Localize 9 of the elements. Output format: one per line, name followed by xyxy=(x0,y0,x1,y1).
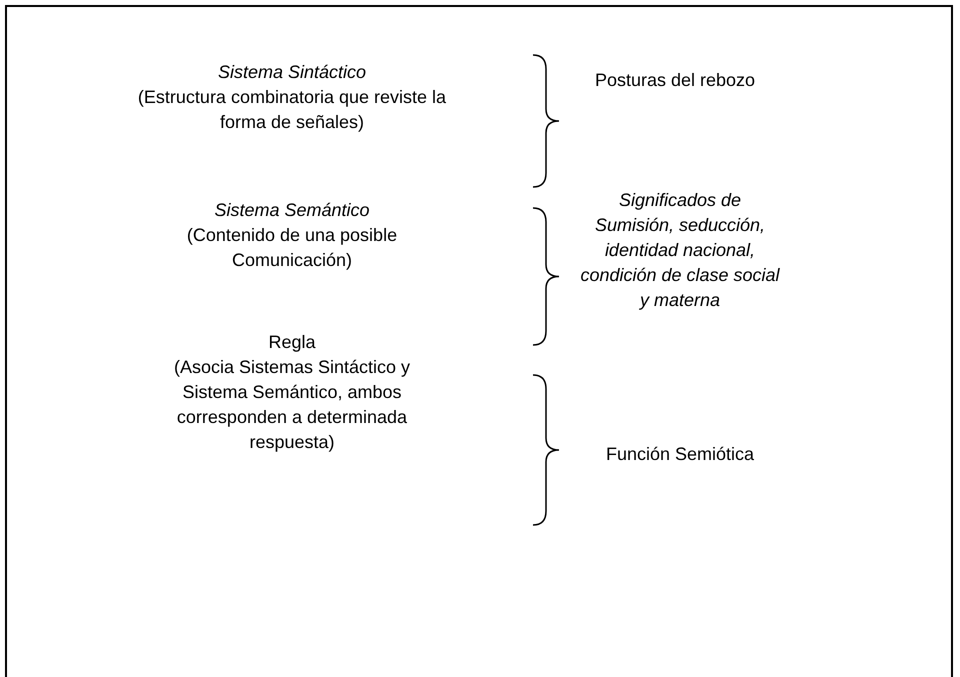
system-title: Sistema Semántico xyxy=(213,199,371,222)
system-title: Sistema Sintáctico xyxy=(216,61,368,84)
system-description: (Estructura combinatoria que reviste la forma de señales) xyxy=(136,86,448,134)
system-title: Regla xyxy=(267,331,317,354)
item-text: Posturas del rebozo xyxy=(594,69,756,92)
system-description: (Contenido de una posible Comunicación) xyxy=(186,224,398,272)
system-description: (Asocia Sistemas Sintáctico y Sistema Semántico, ambos corresponden a determinada respuesta) xyxy=(172,356,412,454)
item-text: Significados de Sumisión, seducción, identidad nacional, condición de clase social y materna xyxy=(580,189,780,312)
item-text: Función Semiótica xyxy=(604,443,756,466)
